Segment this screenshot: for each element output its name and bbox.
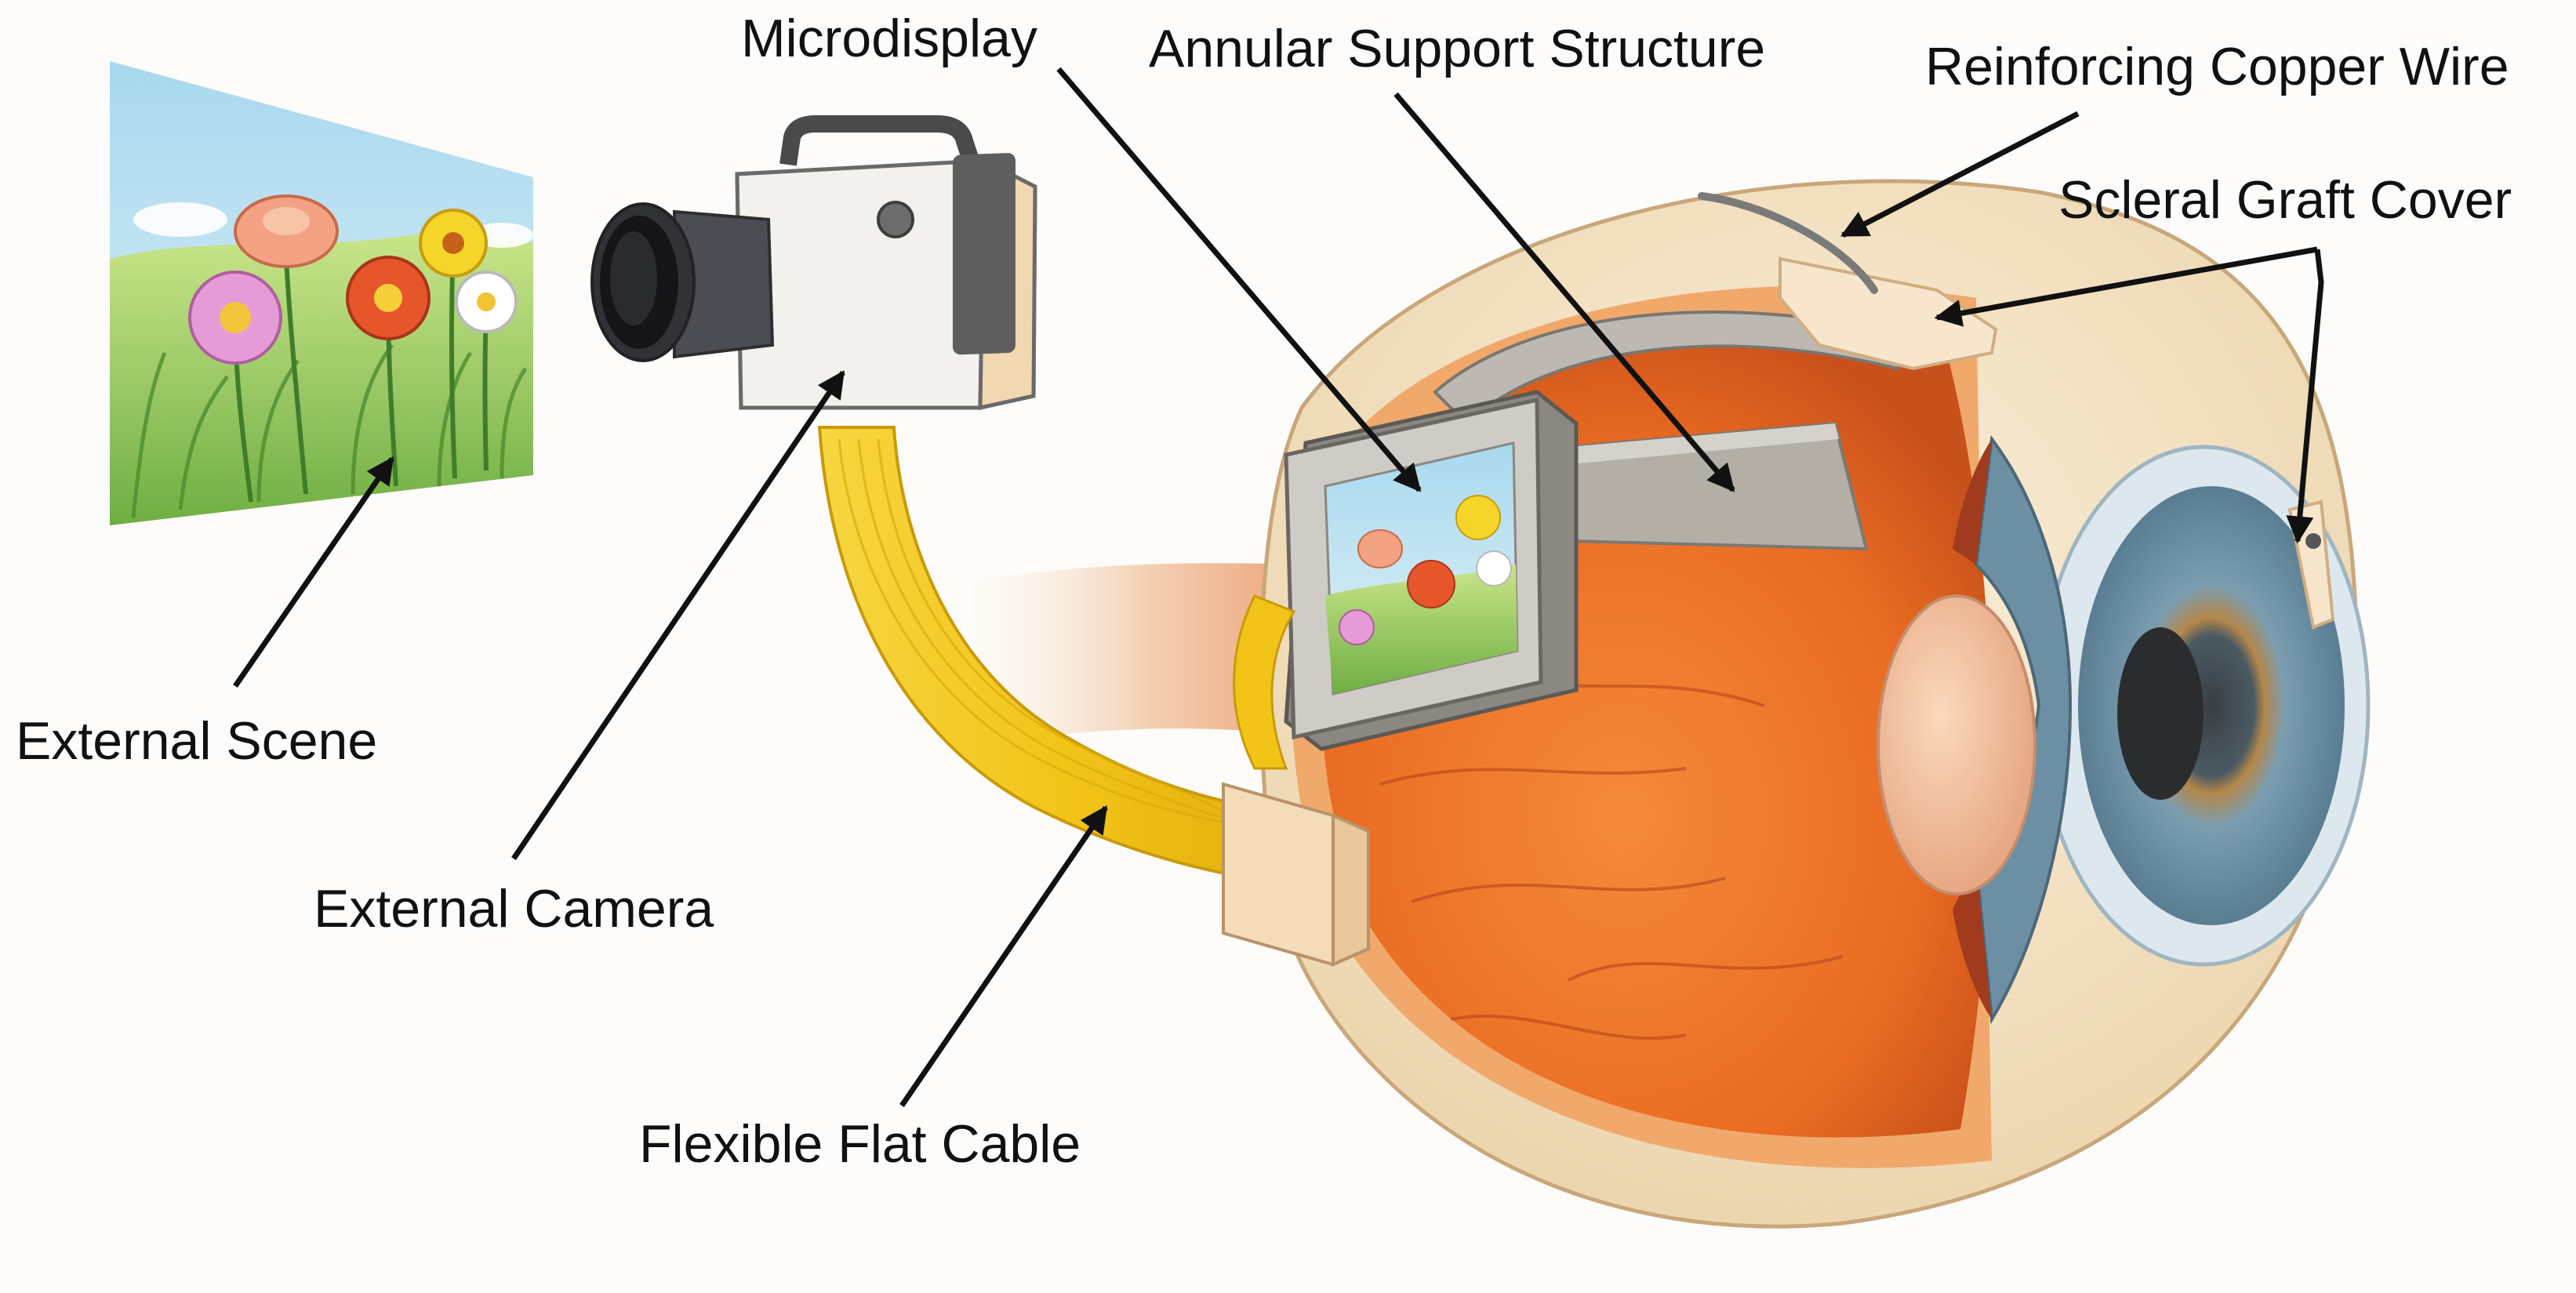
pink-flower-icon [188, 271, 282, 365]
red-flower-icon [346, 256, 431, 340]
pupil-icon [2117, 627, 2204, 800]
leader-copper-wire [1840, 111, 2080, 238]
optic-nerve [972, 563, 1317, 745]
leader-scleral-graft-2 [2286, 249, 2324, 544]
leader-external-scene [233, 456, 394, 688]
external-scene-image [110, 61, 533, 525]
lens-icon [1877, 594, 2036, 895]
external-camera-device [590, 115, 1037, 411]
copper-wire [1698, 192, 1878, 294]
label-flat-cable: Flexible Flat Cable [639, 1114, 1081, 1174]
label-external-scene: External Scene [16, 711, 377, 771]
scleral-graft-patch [1778, 256, 2335, 630]
leader-scleral-graft-1 [1934, 246, 2318, 327]
label-scleral-graft: Scleral Graft Cover [2058, 170, 2512, 230]
label-microdisplay: Microdisplay [741, 9, 1037, 68]
white-flower-icon [455, 271, 518, 333]
leader-external-camera [511, 370, 845, 860]
label-copper-wire: Reinforcing Copper Wire [1925, 37, 2509, 96]
iris-icon [2078, 486, 2345, 925]
camera-lens-icon [590, 202, 775, 362]
label-annular-support: Annular Support Structure [1149, 19, 1765, 78]
leader-flat-cable [899, 805, 1108, 1107]
label-external-camera: External Camera [314, 879, 714, 939]
leader-annular-support [1393, 92, 1735, 492]
peach-flower-icon [234, 194, 339, 268]
microdisplay-device [1284, 390, 1579, 751]
yellow-flower-icon [419, 209, 488, 278]
leader-microdisplay [1056, 67, 1422, 492]
